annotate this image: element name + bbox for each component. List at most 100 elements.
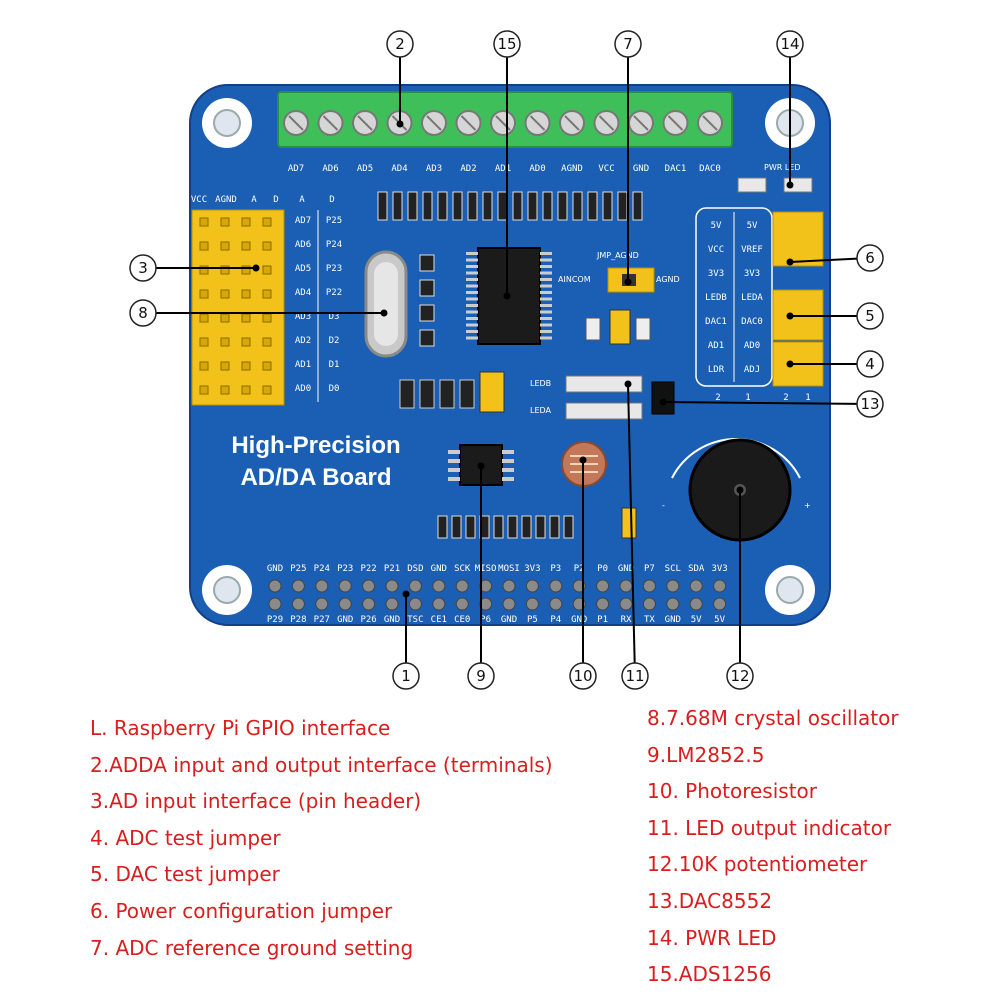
callout-number: 9 [476,667,486,685]
header-pin [220,217,230,227]
gpio-bottom-label: CE1 [431,615,447,625]
board-title-line2: AD/DA Board [240,464,391,491]
legend-item: 15.ADS1256 [647,962,772,987]
smd-near-crystal [419,254,435,347]
gpio-pin [642,579,656,593]
gpio-bottom-label: P4 [550,615,561,625]
config-label: AD0 [744,341,760,351]
header-pin [220,289,230,299]
callout-number: 4 [865,355,875,373]
header-pin [262,361,272,371]
gpio-top-label: DSD [407,564,423,574]
header-top-label: A [251,195,257,205]
callout-circle [129,299,157,327]
smd-component [452,191,463,221]
gpio-pin [502,579,516,593]
gpio-bottom-label: CE0 [454,615,470,625]
header-pin [241,361,251,371]
gpio-bottom-label: GND [501,615,517,625]
smd-component [422,191,433,221]
legend-item: 6. Power configuration jumper [90,898,393,923]
callout-4: 4 [786,350,884,378]
header-pin [220,385,230,395]
header-top-label: VCC [191,195,207,205]
gpio-top-label: 3V3 [524,564,540,574]
gpio-pin [713,597,727,611]
legend-item: 12.10K potentiometer [647,852,868,877]
pcb-board [189,84,831,626]
header-row-label-d: D3 [329,312,340,322]
config-label: 3V3 [744,269,760,279]
smd-component [465,515,476,539]
gpio-pin [596,597,610,611]
smd-component [507,515,518,539]
gpio-pin [362,597,376,611]
gpio-top-label: SCL [665,564,681,574]
header-top-label: D [273,195,278,205]
smd-component [602,191,613,221]
header-pin [199,385,209,395]
callout-number: 6 [865,249,875,267]
callout-10: 10 [569,456,597,690]
gpio-pin [291,597,305,611]
config-label: LEDA [741,293,763,303]
gpio-top-label: P25 [290,564,306,574]
gpio-pin [619,597,633,611]
gpio-bottom-label: P6 [480,615,491,625]
header-row-label-a: AD1 [295,360,311,370]
config-label: 3V3 [708,269,724,279]
header-row-label-a: AD2 [295,336,311,346]
callout-circle [776,30,804,58]
gpio-top-label: P2 [574,564,585,574]
terminal-screws [283,110,723,136]
gpio-bottom-label: P29 [267,615,283,625]
callout-circle [386,30,414,58]
legend-item: 13.DAC8552 [647,888,773,913]
callout-number: 3 [138,259,148,277]
callout-number: 11 [625,667,644,685]
smd-component [587,191,598,221]
gpio-pin [432,579,446,593]
callout-circle [569,662,597,690]
config-col-label: 1 [745,393,750,403]
smd-component [497,191,508,221]
smd-component [482,191,493,221]
header-pin [241,217,251,227]
smd-row-bottom [437,507,637,539]
gpio-pin [362,579,376,593]
gpio-top-label: P7 [644,564,655,574]
gpio-pin [549,597,563,611]
gpio-top-label: GND [431,564,447,574]
smd-component [467,191,478,221]
gpio-top-label: SCK [454,564,471,574]
header-pin [262,313,272,323]
gpio-bottom-label: GND [665,615,681,625]
smd-component [407,191,418,221]
callout-number: 10 [573,667,592,685]
gpio-bottom-label: TSC [407,615,423,625]
legend-item: 10. Photoresistor [647,779,817,804]
legend-item: L. Raspberry Pi GPIO interface [90,716,391,740]
header-pin [199,217,209,227]
header-pin [262,265,272,275]
gpio-bottom-label: P1 [597,615,608,625]
gpio-pin [268,597,282,611]
header-row-label-a: AD0 [295,384,311,394]
callout-circle [726,662,754,690]
gpio-bottom-label: GND [337,615,353,625]
gpio-top-label: MISO [475,564,497,574]
dac8552-chip [651,381,675,415]
header-row-label-a: AD3 [295,312,311,322]
header-pin [220,337,230,347]
header-top-label: A [299,195,305,205]
header-pin [241,289,251,299]
header-row-label-d: D2 [329,336,340,346]
crystal-oscillator [364,250,408,358]
smd-row-top [377,191,643,221]
header-row-label-d: P24 [326,240,342,250]
gpio-pin [525,579,539,593]
smd-component [549,515,560,539]
callout-circle [856,302,884,330]
legend-item: 5. DAC test jumper [90,862,280,887]
